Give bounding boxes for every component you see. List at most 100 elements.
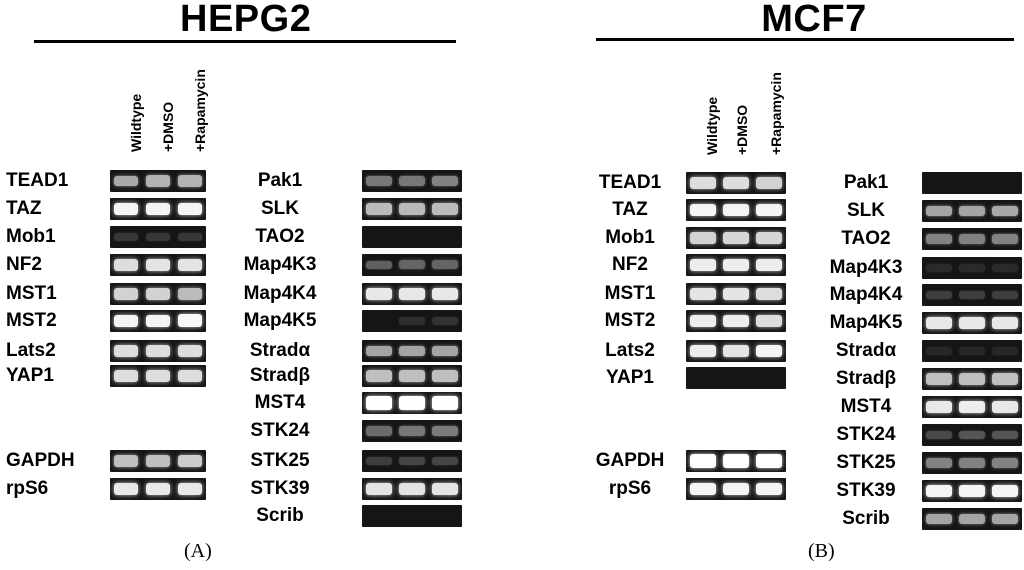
left-nf2-band-2 (723, 258, 749, 272)
gene-label: Map4K4 (829, 284, 903, 305)
left-nf2-band-3 (177, 258, 203, 272)
gene-label: Scrib (842, 508, 890, 529)
right-map4k3-gel (922, 257, 1022, 279)
right-slk-band-3 (992, 205, 1019, 217)
panel-mcf7: MCF7 Wildtype +DMSO +Rapamycin (B) TEAD1… (560, 0, 1024, 570)
right-mst4-band-1 (365, 396, 392, 410)
left-mst2-band-3 (756, 314, 783, 328)
right-slk-band-3 (432, 203, 459, 215)
left-lats2-band-3 (756, 344, 783, 358)
right-slk-band-1 (925, 205, 952, 217)
left-yap1-gel (110, 365, 206, 387)
left-tead1-band-1 (689, 176, 716, 190)
left-yap1-band-3 (177, 369, 203, 383)
right-tao2-gel (362, 226, 462, 248)
left-nf2-band-2 (145, 258, 171, 272)
control-rps6-band-3 (756, 482, 783, 496)
gene-label: STK24 (250, 420, 310, 441)
right-slk-gel (922, 200, 1022, 222)
left-tead1-band-3 (756, 177, 783, 189)
right-stk25-gel (362, 450, 462, 472)
right-pak1-band-1 (365, 176, 392, 186)
right-map4k5-band-2 (959, 316, 985, 330)
control-gapdh-band-1 (113, 455, 139, 467)
right-scrib-gel (362, 505, 462, 527)
right-stk25-band-3 (992, 458, 1019, 468)
left-mst1-band-1 (113, 288, 139, 300)
left-lats2-band-2 (723, 344, 749, 358)
left-taz-band-3 (177, 202, 203, 216)
left-taz-band-2 (723, 203, 749, 217)
right-stradα-band-3 (432, 345, 459, 357)
right-map4k5-band-1 (925, 316, 952, 330)
right-stradβ-gel (362, 365, 462, 387)
right-map4k5-gel (362, 310, 462, 332)
right-map4k3-band-1 (925, 264, 952, 272)
right-stradα-band-1 (365, 345, 392, 357)
right-scrib-band-2 (959, 513, 985, 525)
right-stk39-band-1 (925, 484, 952, 498)
left-mst1-band-3 (177, 288, 203, 300)
right-stk24-band-2 (399, 426, 425, 436)
left-taz-band-3 (756, 203, 783, 217)
right-stradβ-band-3 (992, 373, 1019, 385)
left-mst1-band-1 (689, 287, 716, 301)
gene-label: Map4K3 (829, 257, 903, 278)
right-tao2-band-3 (992, 234, 1019, 244)
right-mst4-gel (362, 392, 462, 414)
gene-label: TAO2 (255, 226, 305, 247)
right-stradβ-band-1 (365, 370, 392, 382)
gene-label: MST4 (254, 392, 306, 413)
right-stk24-band-2 (959, 430, 985, 440)
left-mob1-gel (686, 227, 786, 249)
right-stk25-band-3 (432, 456, 459, 466)
right-pak1-band-2 (399, 176, 425, 186)
left-mst2-band-2 (723, 314, 749, 328)
gene-label: Mob1 (6, 226, 56, 247)
right-stradβ-band-3 (432, 370, 459, 382)
title-underline (34, 40, 456, 43)
right-stradα-gel (922, 340, 1022, 362)
gene-label: STK39 (250, 478, 310, 499)
gene-label: Map4K5 (829, 312, 903, 333)
panel-title: MCF7 (761, 0, 867, 40)
gene-label: rpS6 (6, 478, 49, 499)
gene-label: Mob1 (605, 227, 655, 248)
right-stk39-gel (362, 478, 462, 500)
right-stk24-band-3 (992, 430, 1019, 440)
control-gapdh-band-1 (689, 454, 716, 468)
right-tao2-band-1 (925, 234, 952, 244)
panel-hepg2: HEPG2 Wildtype +DMSO +Rapamycin (A) TEAD… (0, 0, 480, 570)
right-mst4-band-2 (959, 400, 985, 414)
left-mst1-band-2 (145, 288, 171, 300)
right-map4k3-band-2 (399, 260, 425, 270)
gene-label: Pak1 (843, 172, 889, 193)
gene-label: TEAD1 (598, 172, 662, 193)
left-mob1-band-3 (177, 233, 203, 241)
left-mob1-band-2 (723, 231, 749, 245)
control-rps6-band-1 (689, 482, 716, 496)
gene-label: TAZ (6, 198, 42, 219)
right-stradβ-gel (922, 368, 1022, 390)
right-stk25-band-2 (399, 456, 425, 466)
right-scrib-band-1 (925, 513, 952, 525)
right-stradβ-band-1 (925, 373, 952, 385)
right-stradα-band-2 (399, 345, 425, 357)
control-rps6-band-3 (177, 482, 203, 496)
left-tead1-band-2 (145, 175, 171, 187)
gene-label: TAO2 (841, 228, 891, 249)
right-pak1-gel (362, 170, 462, 192)
right-mst4-band-2 (399, 396, 425, 410)
gene-label: TEAD1 (6, 170, 69, 191)
left-mst1-gel (110, 283, 206, 305)
gene-label: YAP1 (6, 365, 54, 386)
left-nf2-gel (110, 254, 206, 276)
right-pak1-gel (922, 172, 1022, 194)
right-map4k5-gel (922, 312, 1022, 334)
control-rps6-band-2 (145, 482, 171, 496)
right-map4k4-band-3 (992, 291, 1019, 299)
right-stradα-gel (362, 340, 462, 362)
left-taz-band-1 (689, 203, 716, 217)
left-tead1-band-1 (113, 175, 139, 187)
left-lats2-band-1 (113, 344, 139, 358)
